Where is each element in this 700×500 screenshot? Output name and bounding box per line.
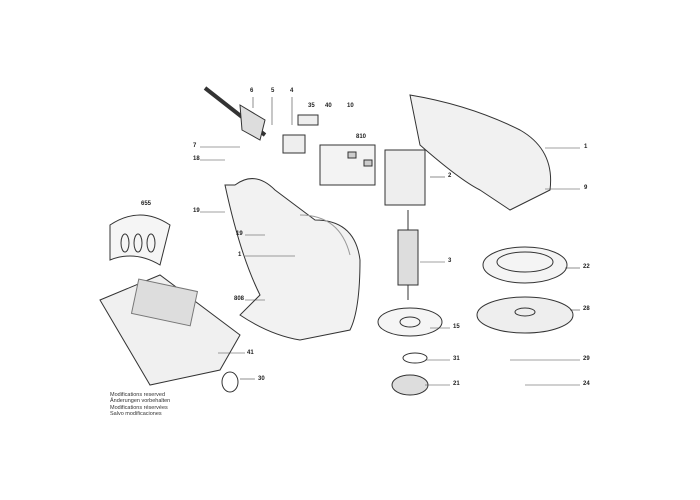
sanding-pad	[476, 296, 574, 334]
part-label: 35	[308, 103, 315, 109]
part-label: 4	[290, 88, 294, 94]
bearing	[391, 374, 429, 396]
part-label: 3	[448, 258, 452, 264]
part-label: 7	[193, 143, 197, 149]
dust-box	[99, 274, 241, 393]
fan	[377, 307, 443, 337]
part-label: 41	[247, 350, 254, 356]
part-label: 1	[584, 144, 588, 150]
note-fr: Modifications réservées	[110, 404, 168, 411]
armature	[397, 210, 419, 300]
part-label: 40	[325, 103, 332, 109]
part-label: 28	[583, 306, 590, 312]
motor-housing	[409, 94, 552, 211]
note-de: Änderungen vorbehalten	[110, 398, 171, 405]
note-es: Salvo modificaciones	[110, 410, 162, 417]
part-label: 19	[236, 231, 243, 237]
part-label: 30	[258, 376, 265, 382]
power-cord	[203, 86, 267, 141]
field-stator	[384, 149, 426, 206]
part-label: 2	[448, 173, 452, 179]
modification-notes: Modifications reserved Änderungen vorbeh…	[110, 392, 170, 417]
part-label: 655	[141, 201, 152, 207]
part-label: 5	[271, 88, 275, 94]
dust-cover	[109, 214, 171, 266]
part-label: 6	[250, 88, 254, 94]
part-label: 19	[193, 208, 200, 214]
brush-holder	[319, 144, 376, 186]
part-label: 24	[583, 381, 590, 387]
handle-housing	[224, 178, 361, 341]
leader-lines	[200, 97, 580, 386]
part-label: 22	[583, 264, 590, 270]
washer	[402, 352, 428, 364]
part-label: 31	[453, 356, 460, 362]
part-label: 15	[453, 324, 460, 330]
part-label: 21	[453, 381, 460, 387]
switch	[282, 114, 319, 154]
pad-ring	[482, 246, 568, 284]
part-label: 810	[356, 134, 367, 140]
part-label: 29	[583, 356, 590, 362]
part-label: 808	[234, 296, 245, 302]
part-label: 10	[347, 103, 354, 109]
part-label: 9	[584, 185, 588, 191]
part-label: 18	[193, 156, 200, 162]
note-en: Modifications reserved	[110, 392, 166, 398]
part-label: 1	[238, 252, 242, 258]
